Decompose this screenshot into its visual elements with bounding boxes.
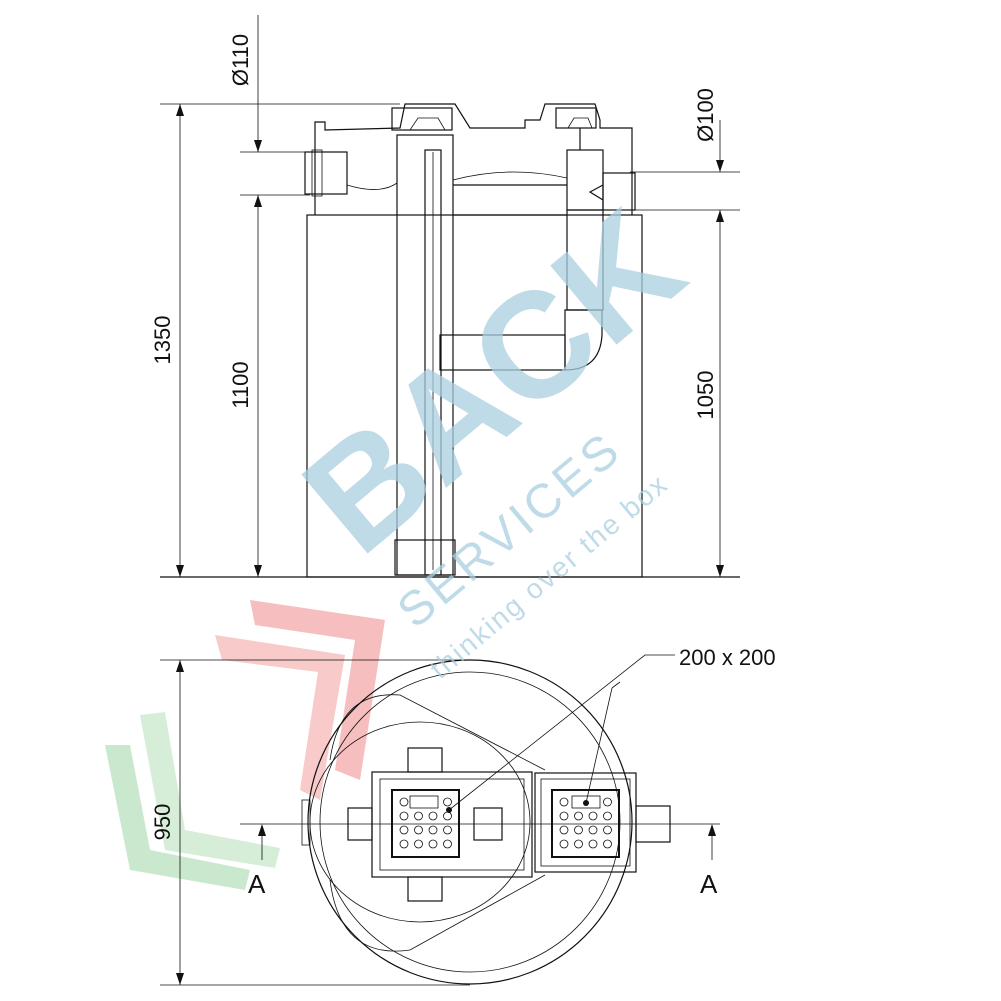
grating-hole xyxy=(399,811,409,821)
dim-outlet-diameter: Ø100 xyxy=(693,88,718,142)
grating-hole xyxy=(399,825,409,835)
grating-hole xyxy=(588,839,598,849)
left-access-frame xyxy=(371,771,533,878)
inlet-pipe xyxy=(304,151,348,195)
dim-total-height: 1350 xyxy=(150,316,175,365)
grating-hole xyxy=(428,825,438,835)
grating-hole xyxy=(588,811,598,821)
elevation-view: 1350 1100 Ø110 Ø100 1050 xyxy=(150,15,740,578)
grating-hole xyxy=(414,811,423,821)
grating-hole xyxy=(559,811,569,821)
outlet-pipe xyxy=(602,172,636,211)
logo-watermark xyxy=(105,600,385,890)
dim-inlet-diameter: Ø110 xyxy=(228,34,253,86)
plan-view: 950 200 x 200 A A xyxy=(150,645,776,986)
dim-inlet-height: 1100 xyxy=(228,361,253,408)
grating-hole xyxy=(603,839,612,849)
grating-hole xyxy=(603,825,612,835)
grating-hole xyxy=(574,825,583,835)
grating-hole xyxy=(603,811,612,821)
grating-hole xyxy=(399,797,409,807)
grating-hole xyxy=(428,811,438,821)
grating-hole xyxy=(443,825,452,835)
section-label-left: A xyxy=(248,869,266,899)
grating-hole xyxy=(399,839,409,849)
grating-hole xyxy=(574,811,583,821)
right-cover xyxy=(551,789,620,858)
grating-hole xyxy=(443,839,452,849)
grating-hole xyxy=(559,839,569,849)
grating-hole xyxy=(588,825,598,835)
grating-hole xyxy=(559,797,569,807)
grating-hole xyxy=(603,797,612,807)
grating-hole xyxy=(574,839,583,849)
grating-hole xyxy=(414,825,423,835)
grating-hole xyxy=(443,797,452,807)
brand-watermark: BACK SERVICES thinking over the box xyxy=(273,177,713,684)
left-cover xyxy=(391,789,460,858)
outlet-riser xyxy=(566,209,604,311)
grating-hole xyxy=(414,839,423,849)
grating-hole xyxy=(559,825,569,835)
cover-size-label: 200 x 200 xyxy=(679,645,776,670)
grating-hole xyxy=(428,839,438,849)
grating-hole xyxy=(443,811,452,821)
dim-diameter: 950 xyxy=(150,804,175,841)
dim-outlet-height: 1050 xyxy=(693,371,718,420)
section-label-right: A xyxy=(700,869,718,899)
